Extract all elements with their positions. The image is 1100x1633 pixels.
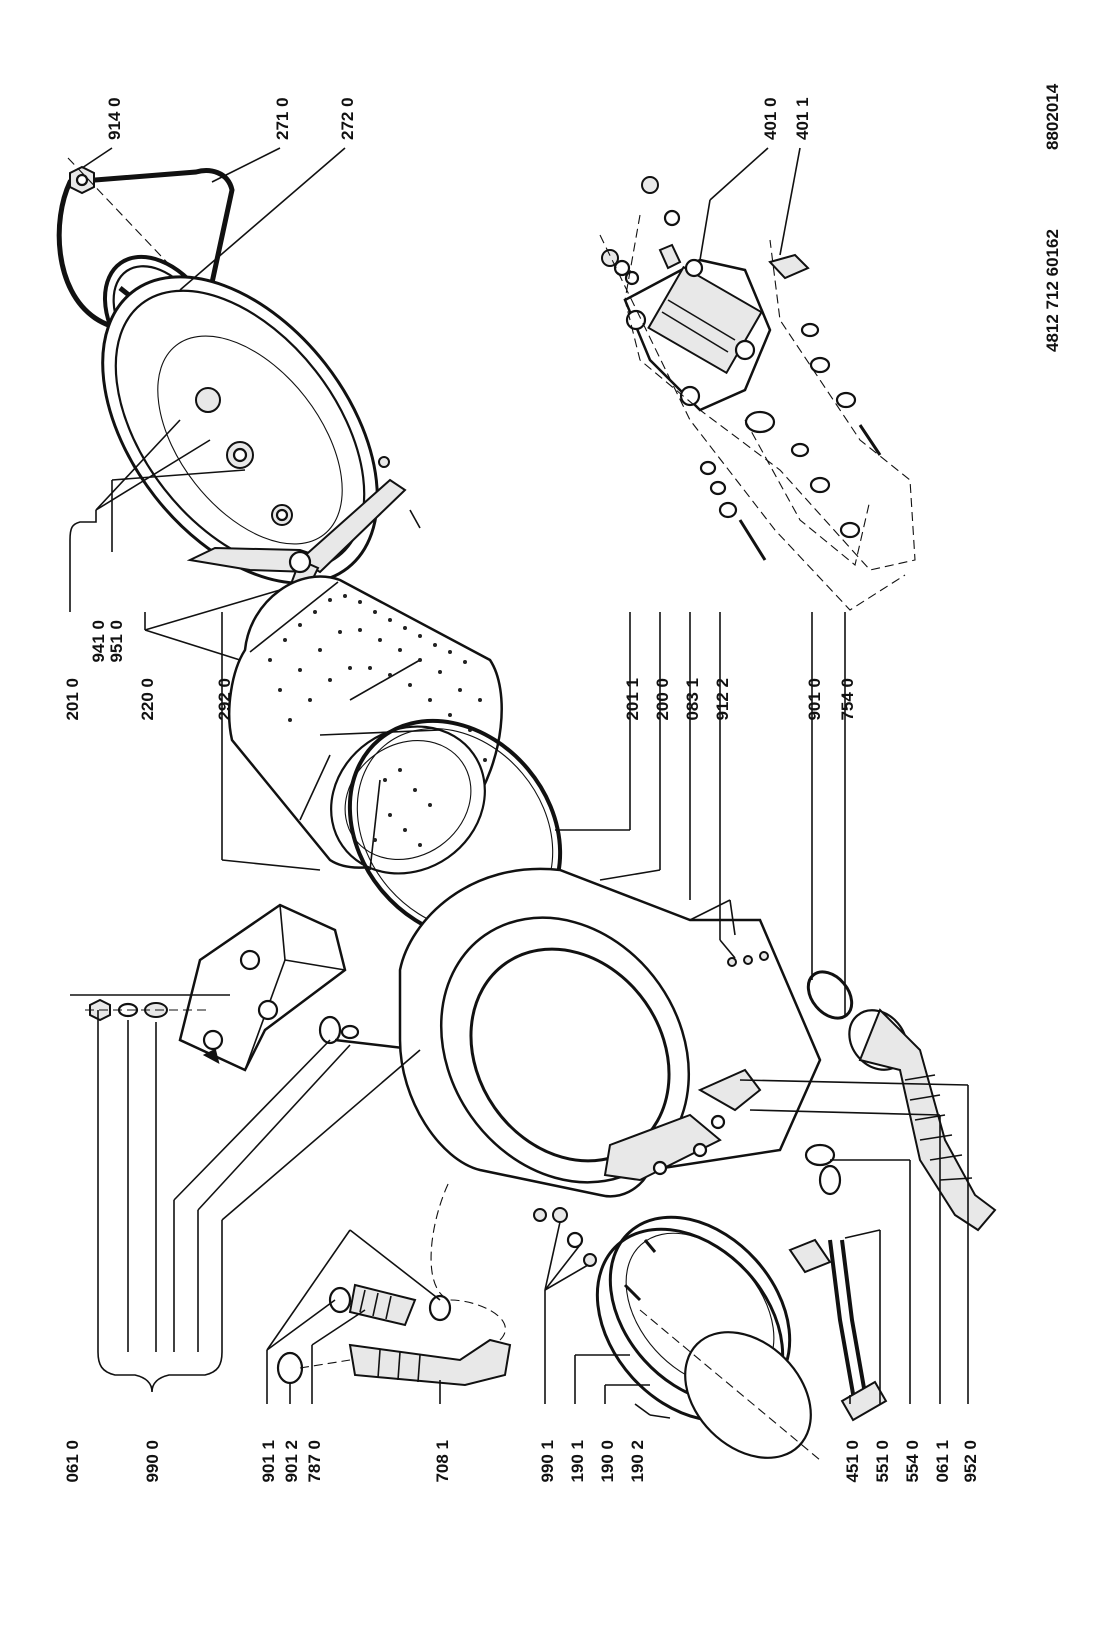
motor-assembly [599,176,916,611]
part-number: 4812 712 60162 [1043,229,1062,352]
callout-901-0: 901 0 [805,678,824,721]
rear-tub-cover [101,275,379,585]
callout-401-1: 401 1 [793,97,812,140]
callout-941-0: 941 0 [89,620,108,663]
callout-190-1: 190 1 [568,1440,587,1483]
callout-201-0: 201 0 [63,678,82,721]
callout-990-1: 990 1 [538,1440,557,1483]
callout-061-1: 061 1 [933,1440,952,1483]
small-fittings [533,1143,842,1302]
callout-200-0: 200 0 [653,678,672,721]
door-glass [684,1331,812,1459]
callout-292-0: 292 0 [215,678,234,721]
hose-708 [276,1179,512,1387]
callout-061-0: 061 0 [63,1440,82,1483]
nut-914 [69,165,95,195]
callout-551-0: 551 0 [873,1440,892,1483]
callout-901-2: 901 2 [282,1440,301,1483]
hose-787 [328,1283,452,1327]
callout-554-0: 554 0 [903,1440,922,1483]
callout-083-1: 083 1 [683,678,702,721]
parts-drawing [56,157,997,1461]
door-axis [639,1309,821,1461]
drum [228,575,503,875]
leader-lines [69,147,969,1419]
callout-914-0: 914 0 [105,97,124,140]
callout-220-0: 220 0 [138,678,157,721]
callout-708-1: 708 1 [433,1440,452,1483]
outer-tub [398,867,822,1198]
callout-901-1: 901 1 [259,1440,278,1483]
callout-451-0: 451 0 [843,1440,862,1483]
callout-951-0: 951 0 [107,620,126,663]
callout-190-2: 190 2 [628,1440,647,1483]
callout-787-0: 787 0 [305,1440,324,1483]
drain-bellows [806,970,997,1232]
callout-190-0: 190 0 [598,1440,617,1483]
callout-754-0: 754 0 [838,678,857,721]
callout-952-0: 952 0 [961,1440,980,1483]
callout-271-0: 271 0 [273,97,292,140]
callout-401-0: 401 0 [761,97,780,140]
counterweight [178,903,347,1072]
callout-990-0: 990 0 [143,1440,162,1483]
callout-201-1: 201 1 [623,678,642,721]
callout-912-2: 912 2 [713,678,732,721]
callout-272-0: 272 0 [338,97,357,140]
callout-labels: 061 0 990 0 901 1 901 2 787 0 708 1 990 … [63,83,1062,1482]
heater-element [828,1239,888,1422]
drawing-number: 8802014 [1043,83,1062,150]
